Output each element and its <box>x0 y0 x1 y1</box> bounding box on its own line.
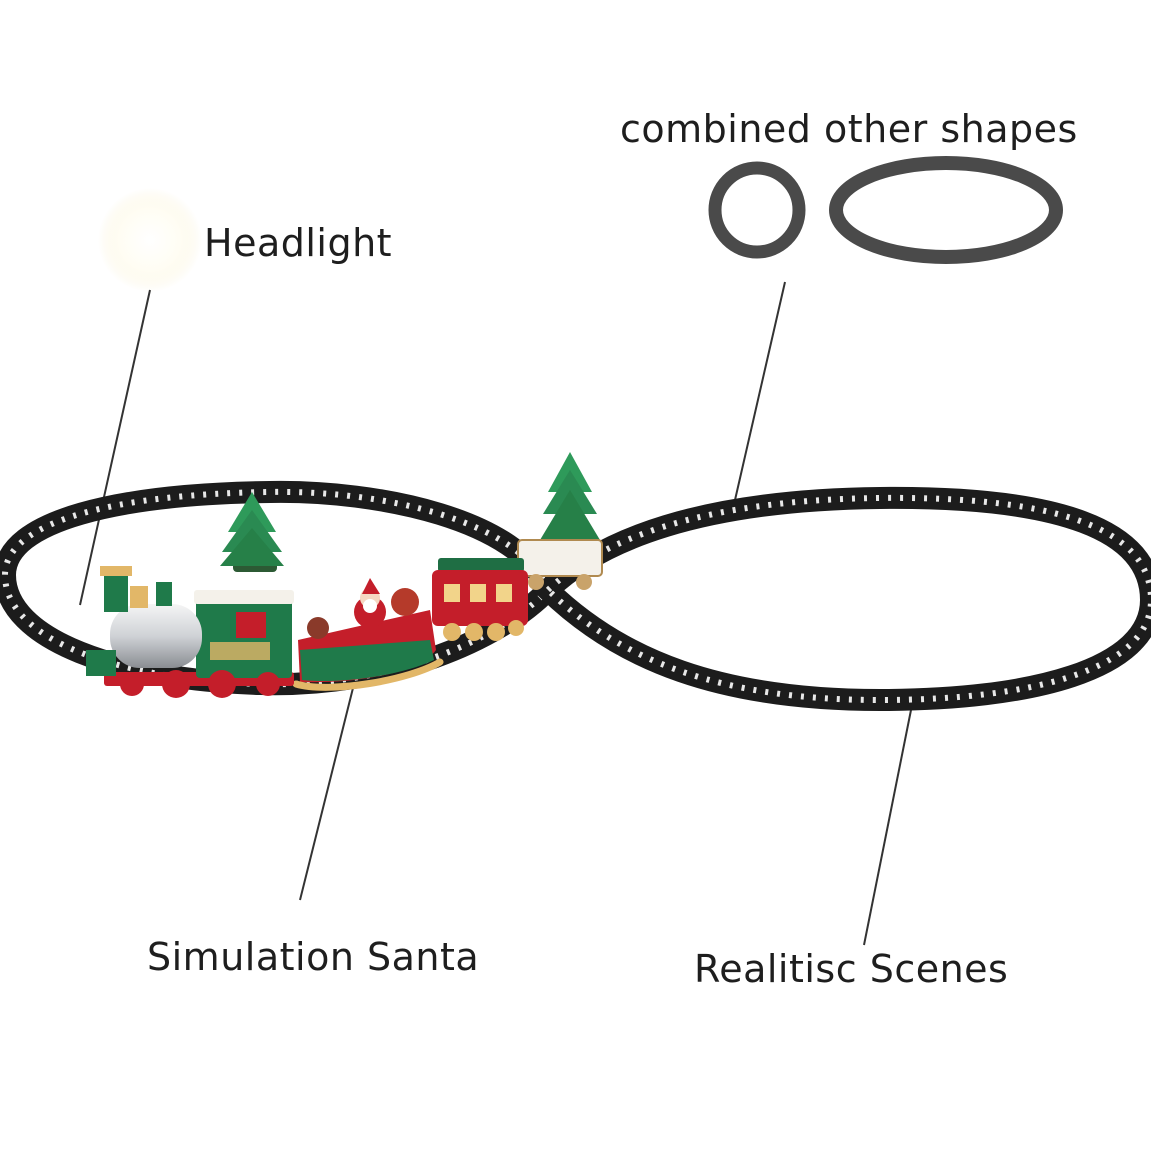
combined-shapes-label: combined other shapes <box>620 107 1078 151</box>
santa-sleigh-car <box>292 578 444 691</box>
oval-track-icon <box>829 156 1063 264</box>
shapes-leader-line <box>734 281 786 501</box>
red-caboose <box>432 558 528 641</box>
realistic-scenes-label: Realitisc Scenes <box>694 947 1009 991</box>
scenes-leader-line <box>863 704 913 946</box>
simulation-santa-label: Simulation Santa <box>147 935 480 979</box>
rear-flat-car <box>517 539 603 590</box>
headlight-leader-line <box>79 289 151 606</box>
headlight-label: Headlight <box>204 221 393 265</box>
steam-locomotive <box>86 566 294 698</box>
right-loop-track <box>532 486 1151 712</box>
right-pine-tree <box>540 452 600 554</box>
left-pine-tree <box>220 492 284 572</box>
santa-leader-line <box>299 679 356 901</box>
headlight-glow-icon <box>98 188 202 292</box>
circle-track-icon <box>708 161 806 259</box>
